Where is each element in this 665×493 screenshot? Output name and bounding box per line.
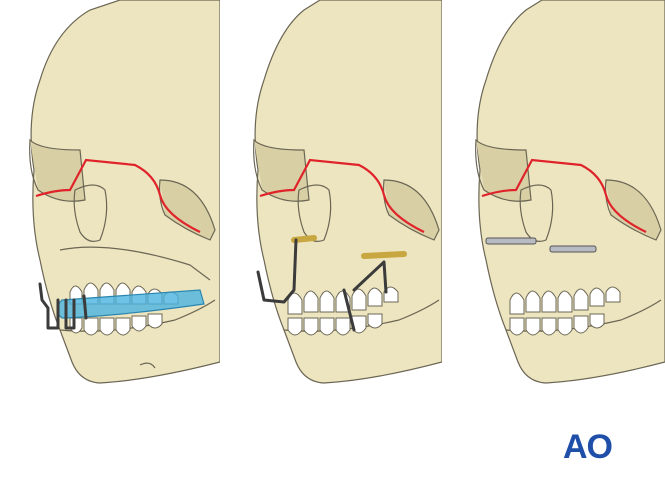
skull-icon [476,0,665,384]
ao-logo: AO [563,428,613,466]
skull-icon [254,0,442,384]
external-fixator-arm-icon [38,282,88,330]
skull-illustration [253,0,442,384]
panel-splint-fixation [0,0,220,385]
panel-plate-fixation [224,0,442,385]
lag-screw-icon [485,237,597,253]
fracture-line-icon [35,158,201,233]
skull-illustration [29,0,220,384]
fracture-line-icon [259,158,425,233]
panel-lag-screw-fixation [446,0,665,385]
teeth-row [287,286,399,336]
external-rod-icon [256,238,388,332]
fracture-line-icon [481,158,647,233]
skull-illustration [475,0,665,384]
teeth-row [509,286,621,336]
